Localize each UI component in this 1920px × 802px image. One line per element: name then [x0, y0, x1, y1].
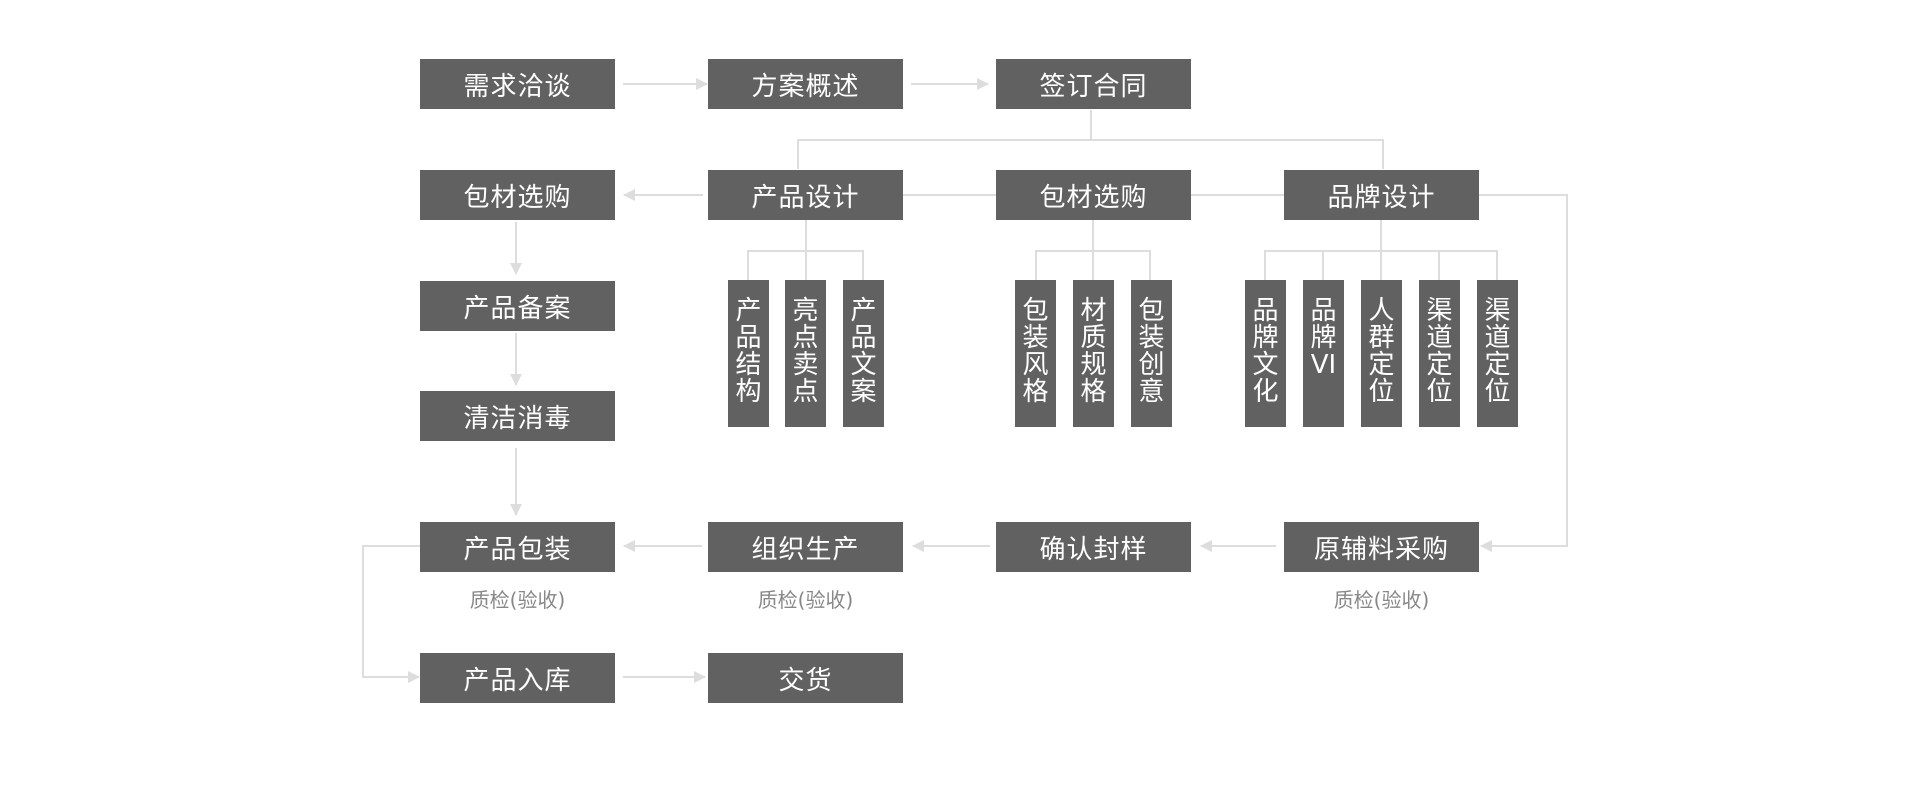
subnode-brand-culture: 品牌文化: [1245, 280, 1286, 427]
node-raw-material-purchase: 原辅料采购: [1284, 522, 1479, 572]
subnode-channel-positioning-1: 渠道定位: [1419, 280, 1460, 427]
note-qc-raw-material: 质检(验收): [1333, 588, 1430, 612]
node-organize-production: 组织生产: [708, 522, 903, 572]
connector-product-design-bar: [747, 250, 864, 280]
node-product-design: 产品设计: [708, 170, 903, 220]
node-packaging-purchase-mid: 包材选购: [996, 170, 1191, 220]
subnode-packaging-creative: 包装创意: [1131, 280, 1172, 427]
node-confirm-sample: 确认封样: [996, 522, 1191, 572]
connector-packaging-bar: [1035, 250, 1151, 280]
node-brand-design: 品牌设计: [1284, 170, 1479, 220]
node-product-packing: 产品包装: [420, 522, 615, 572]
arrow-packing-to-storage: [362, 545, 420, 683]
subnode-packaging-style: 包装风格: [1015, 280, 1056, 427]
subnode-highlight-selling-point: 亮点卖点: [785, 280, 826, 427]
subnode-product-structure: 产品结构: [728, 280, 769, 427]
subnode-material-spec: 材质规格: [1073, 280, 1114, 427]
node-packaging-purchase-left: 包材选购: [420, 170, 615, 220]
subnode-brand-vi: 品牌VI: [1303, 280, 1344, 427]
subnode-channel-positioning-2: 渠道定位: [1477, 280, 1518, 427]
node-sign-contract: 签订合同: [996, 59, 1191, 109]
connector-branch-top: [797, 139, 1384, 169]
note-qc-production: 质检(验收): [757, 588, 854, 612]
subnode-audience-positioning: 人群定位: [1361, 280, 1402, 427]
node-clean-disinfect: 清洁消毒: [420, 391, 615, 441]
note-qc-packing: 质检(验收): [469, 588, 566, 612]
subnode-product-copy: 产品文案: [843, 280, 884, 427]
node-plan-overview: 方案概述: [708, 59, 903, 109]
connector-brand-bar: [1264, 250, 1498, 280]
node-demand-talk: 需求洽谈: [420, 59, 615, 109]
node-product-storage: 产品入库: [420, 653, 615, 703]
node-product-filing: 产品备案: [420, 281, 615, 331]
node-delivery: 交货: [708, 653, 903, 703]
